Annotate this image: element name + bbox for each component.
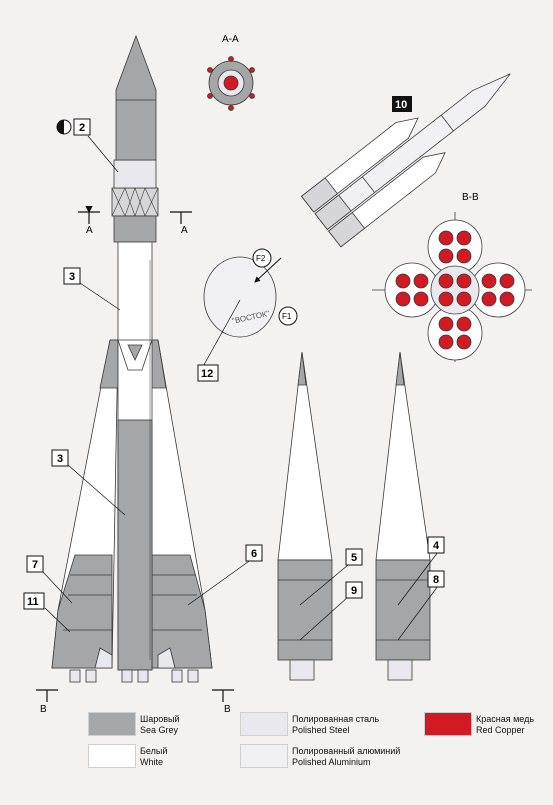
callout-f2: F2 bbox=[252, 248, 272, 268]
svg-text:5: 5 bbox=[351, 552, 357, 564]
section-title-aa: A-A bbox=[222, 34, 239, 45]
section-label-b-left: B bbox=[40, 704, 47, 715]
callout-3a: 3 bbox=[63, 267, 81, 285]
callout-3b: 3 bbox=[51, 449, 69, 467]
decal-disc bbox=[199, 256, 282, 373]
svg-text:6: 6 bbox=[251, 548, 257, 560]
section-title-bb: B-B bbox=[462, 192, 479, 203]
section-marker-a bbox=[78, 206, 192, 224]
swatch-polished-aluminium bbox=[240, 744, 288, 768]
callout-f1: F1 bbox=[278, 306, 298, 326]
section-label-b-right: B bbox=[224, 704, 231, 715]
svg-text:4: 4 bbox=[433, 540, 440, 552]
booster-view-2 bbox=[375, 351, 431, 681]
section-view-aa bbox=[207, 56, 255, 111]
callout-11: 11 bbox=[23, 592, 45, 610]
svg-text:2: 2 bbox=[79, 122, 85, 134]
svg-text:11: 11 bbox=[27, 596, 39, 608]
swatch-white bbox=[88, 744, 136, 768]
svg-text:9: 9 bbox=[351, 585, 357, 597]
svg-text:7: 7 bbox=[32, 559, 38, 571]
booster-view-1 bbox=[277, 351, 333, 681]
swatch-polished-steel bbox=[240, 712, 288, 736]
main-rocket bbox=[51, 34, 213, 683]
section-label-a-left: A bbox=[86, 225, 93, 236]
swatch-red-copper bbox=[424, 712, 472, 736]
svg-text:10: 10 bbox=[395, 99, 407, 111]
callout-7: 7 bbox=[26, 555, 44, 573]
callout-10: 10 bbox=[392, 96, 412, 112]
svg-text:F2: F2 bbox=[256, 254, 266, 263]
callout-5: 5 bbox=[345, 548, 363, 566]
callout-9: 9 bbox=[345, 581, 363, 599]
svg-text:8: 8 bbox=[433, 574, 439, 586]
section-view-bb bbox=[372, 212, 532, 362]
angled-rocket bbox=[300, 73, 511, 248]
svg-text:3: 3 bbox=[69, 271, 75, 283]
callout-8: 8 bbox=[427, 570, 445, 588]
callout-4: 4 bbox=[427, 536, 445, 554]
svg-text:3: 3 bbox=[57, 453, 63, 465]
callout-leaders bbox=[42, 135, 439, 641]
callout-6: 6 bbox=[245, 544, 263, 562]
section-marker-b bbox=[36, 689, 234, 702]
callout-2: 2 bbox=[56, 118, 91, 136]
swatch-sea-grey bbox=[88, 712, 136, 736]
svg-text:F1: F1 bbox=[282, 312, 292, 321]
section-label-a-right: A bbox=[181, 225, 188, 236]
callout-12: 12 bbox=[197, 364, 219, 382]
svg-text:12: 12 bbox=[201, 368, 213, 380]
